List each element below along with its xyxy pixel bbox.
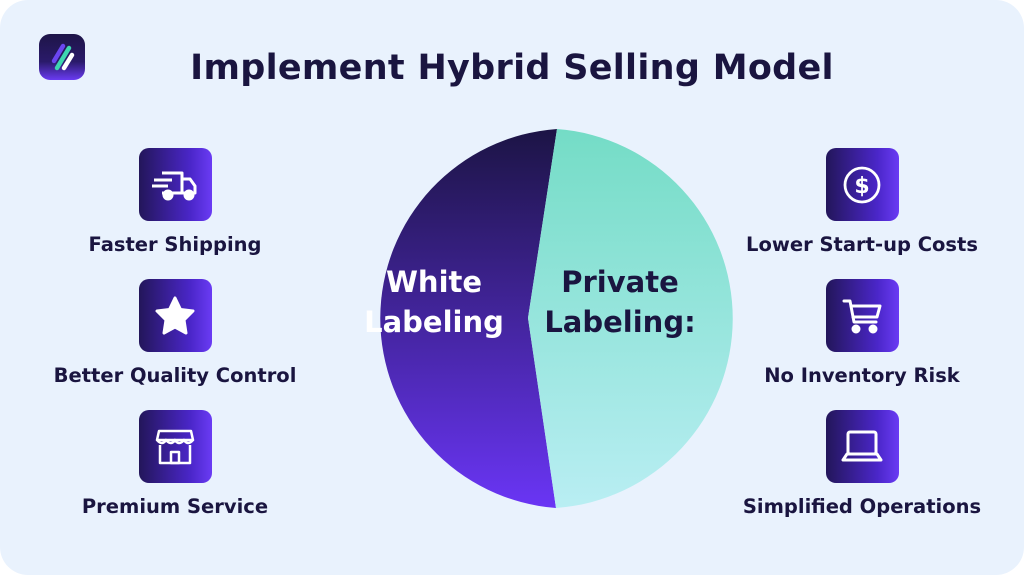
- feature-label: Better Quality Control: [53, 364, 297, 387]
- laptop-icon: [825, 410, 899, 483]
- white-labeling-line1: White: [385, 265, 483, 299]
- feature-label: Premium Service: [81, 495, 269, 518]
- feature-lower-startup-costs: $ Lower Start-up Costs: [702, 148, 1022, 256]
- private-labeling-label: Private Labeling:: [530, 262, 710, 342]
- page-title: Implement Hybrid Selling Model: [190, 48, 834, 88]
- svg-text:$: $: [854, 174, 869, 199]
- brand-logo: [39, 34, 85, 80]
- delivery-truck-icon: [138, 148, 212, 221]
- slash-stripes-logo-icon: [51, 43, 75, 71]
- shopping-cart-icon: [825, 279, 899, 352]
- white-labeling-line2: Labeling: [364, 305, 504, 339]
- star-icon: [138, 279, 212, 352]
- feature-simplified-operations: Simplified Operations: [702, 410, 1022, 518]
- storefront-icon: [138, 410, 212, 483]
- feature-label: Lower Start-up Costs: [746, 233, 978, 256]
- pie-segment-private-labeling: [528, 129, 733, 508]
- white-labeling-label: White Labeling: [340, 262, 528, 342]
- feature-no-inventory-risk: No Inventory Risk: [702, 279, 1022, 387]
- feature-better-quality-control: Better Quality Control: [15, 279, 335, 387]
- private-labeling-line2: Labeling:: [544, 305, 696, 339]
- dollar-coin-icon: $: [825, 148, 899, 221]
- private-labeling-line1: Private: [561, 265, 679, 299]
- feature-premium-service: Premium Service: [15, 410, 335, 518]
- feature-label: Simplified Operations: [742, 495, 982, 518]
- pie-segment-white-labeling: [380, 129, 557, 508]
- feature-faster-shipping: Faster Shipping: [15, 148, 335, 256]
- feature-label: No Inventory Risk: [764, 364, 960, 387]
- feature-label: Faster Shipping: [88, 233, 262, 256]
